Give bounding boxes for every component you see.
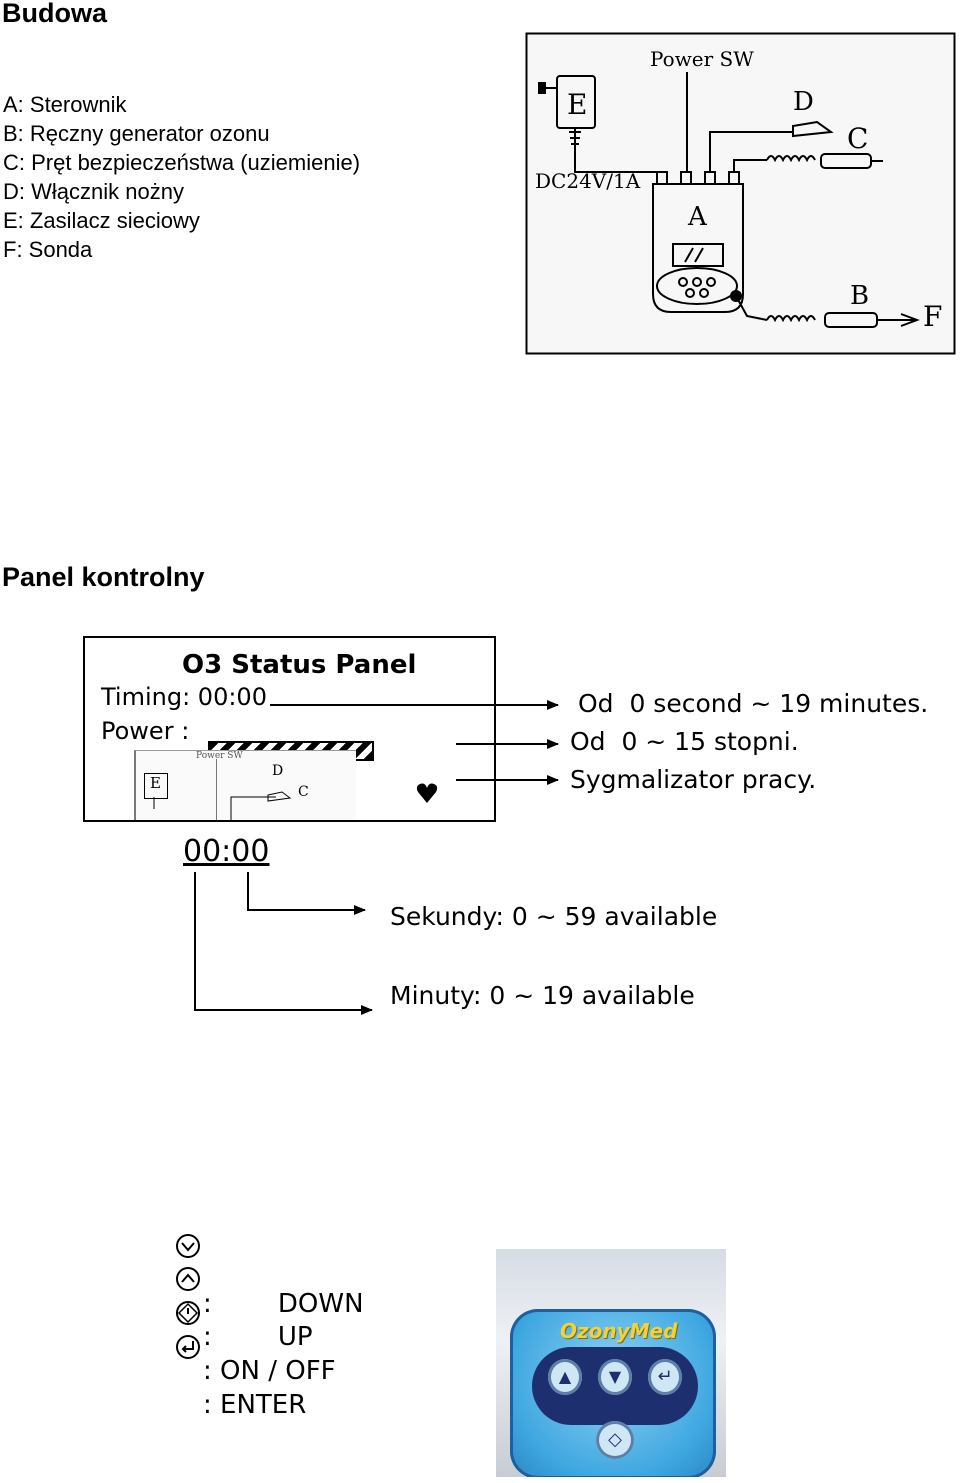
label-b: B xyxy=(850,281,869,311)
device-enter-button: ↵ xyxy=(648,1359,682,1395)
mini-c: C xyxy=(298,784,309,800)
note-timing: Od 0 second ~ 19 minutes. xyxy=(578,689,929,718)
coil-c-icon xyxy=(766,155,816,163)
device-photo: OzonyMed ▲ ▼ ↵ ◇ xyxy=(496,1249,726,1477)
panel-timing: Timing: 00:00 xyxy=(101,683,267,711)
note-indicator: Sygmalizator pracy. xyxy=(570,765,817,794)
device-panel: OzonyMed ▲ ▼ ↵ ◇ xyxy=(510,1309,716,1477)
probe-icon xyxy=(877,313,920,327)
brand-logo: OzonyMed xyxy=(560,1319,678,1343)
power-icon xyxy=(176,1301,200,1325)
minutes-note: Minuty: 0 ~ 19 available xyxy=(390,981,695,1010)
device-power-button: ◇ xyxy=(596,1421,634,1459)
key-label-onoff: : ON / OFF xyxy=(203,1356,336,1386)
device-up-button: ▲ xyxy=(548,1359,582,1395)
legend-item-b: B: Ręczny generator ozonu xyxy=(3,121,270,146)
mini-e: E xyxy=(150,774,161,792)
mini-diagram: Power SW E D C xyxy=(134,750,356,820)
construction-diagram: Power SW DC24V/1A E A D C B F xyxy=(525,32,956,355)
label-a: A xyxy=(687,202,708,232)
legend-item-f: F: Sonda xyxy=(3,237,93,262)
mini-wires xyxy=(153,791,292,820)
key-label-up: : UP xyxy=(203,1322,313,1352)
device-down-button: ▼ xyxy=(598,1359,632,1395)
mini-d: D xyxy=(272,763,284,779)
legend-item-d: D: Włącznik nożny xyxy=(3,179,184,204)
key-label-down: : DOWN xyxy=(203,1289,364,1319)
foot-switch-icon xyxy=(792,120,834,138)
key-row-enter: : ENTER xyxy=(175,1330,306,1450)
panel-power: Power : xyxy=(101,717,190,745)
seconds-note: Sekundy: 0 ~ 59 available xyxy=(390,902,718,931)
heart-icon xyxy=(416,783,438,803)
label-e: E xyxy=(567,88,587,121)
legend-item-e: E: Zasilacz sieciowy xyxy=(3,208,200,233)
key-row-onoff: : ON / OFF xyxy=(175,1296,336,1416)
key-row-down: : DOWN xyxy=(175,1229,364,1349)
mini-adapter-icon xyxy=(144,773,168,799)
down-icon xyxy=(176,1234,200,1258)
label-f: F xyxy=(923,300,942,333)
enter-icon xyxy=(176,1335,200,1359)
key-label-enter: : ENTER xyxy=(203,1390,307,1420)
panel-title: O3 Status Panel xyxy=(182,650,417,680)
time-display: 00:00 xyxy=(183,834,270,869)
mini-power-sw: Power SW xyxy=(196,751,243,761)
power-adapter-icon xyxy=(538,75,596,152)
section-title-panel: Panel kontrolny xyxy=(2,562,205,592)
status-panel: O3 Status Panel Timing: 00:00 Power : Po… xyxy=(83,636,496,822)
up-icon xyxy=(176,1267,200,1291)
key-row-up: : UP xyxy=(175,1262,313,1382)
label-d: D xyxy=(793,87,814,117)
legend-item-c: C: Pręt bezpieczeństwa (uziemienie) xyxy=(3,150,361,175)
section-title-budowa: Budowa xyxy=(2,0,107,28)
label-power-sw: Power SW xyxy=(650,47,754,71)
legend-item-a: A: Sterownik xyxy=(3,92,127,117)
label-c: C xyxy=(847,122,868,155)
coil-b-icon xyxy=(766,315,816,323)
note-power: Od 0 ~ 15 stopni. xyxy=(570,727,799,756)
